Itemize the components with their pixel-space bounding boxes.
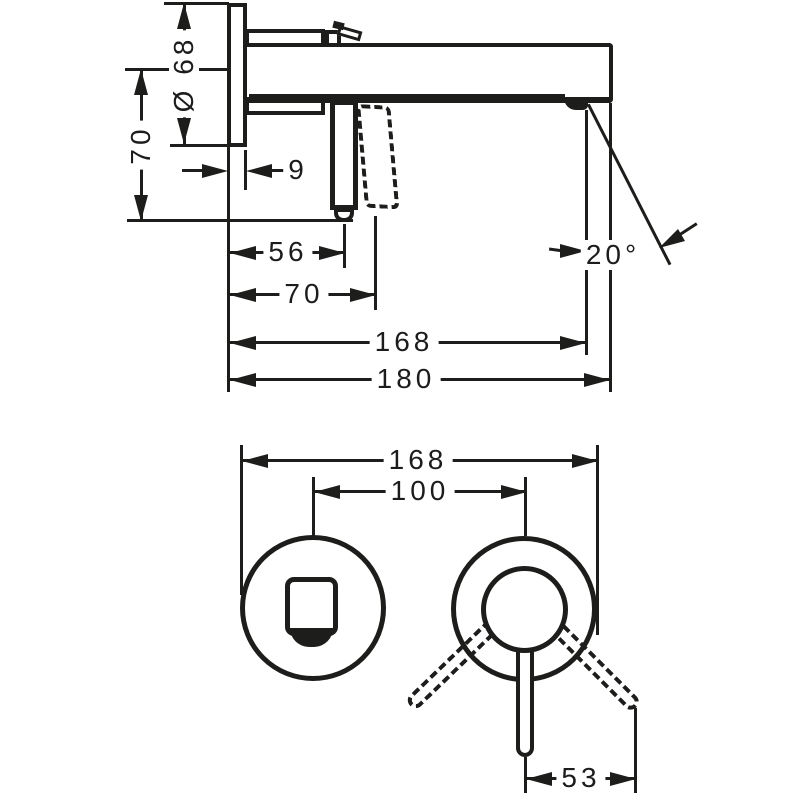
stream-vertical-line — [585, 110, 588, 355]
handle-open-position-dashed — [356, 104, 400, 210]
dim-arrow-right — [350, 288, 376, 302]
dim-arrow-down — [134, 195, 148, 221]
dim-label-plate-diameter: Ø 68 — [168, 30, 199, 118]
ext-line-handle-tip — [524, 757, 527, 793]
ext-line-plate-top — [164, 2, 229, 5]
dim-arrow-left — [242, 454, 268, 468]
dim-arrow-right — [319, 246, 345, 260]
dim-label-handle-offset: 56 — [263, 237, 313, 267]
aerator-outlet — [564, 97, 588, 110]
spout-underside-line — [249, 94, 565, 97]
ext-line-right-edge — [596, 445, 599, 635]
dim-arrow-right — [501, 485, 527, 499]
dim-arrow-right — [572, 454, 598, 468]
ext-line-handle-range — [634, 708, 637, 793]
dim-label-total-projection: 180 — [371, 364, 441, 394]
handle-stem-front — [516, 642, 534, 757]
dim-label-center-distance: 100 — [385, 476, 455, 506]
ext-line-plate-bottom — [170, 144, 229, 147]
ext-line-plate-front — [244, 150, 247, 190]
dim-arrow-up — [177, 3, 191, 29]
dim-label-spray-angle: 20° — [580, 240, 646, 270]
dim-label-plate-depth: 9 — [283, 155, 313, 185]
dim-arrow-up — [134, 69, 148, 95]
cartridge-lever-nub — [332, 20, 345, 31]
dim-label-handle-length: 53 — [556, 763, 606, 793]
dim-tail — [272, 169, 286, 172]
dim-arrow-down — [177, 118, 191, 144]
dim-arrow-left — [230, 288, 256, 302]
dim-arrow-left — [526, 772, 552, 786]
dim-arrow-right — [202, 164, 228, 178]
handle-hub — [481, 566, 568, 653]
ext-line-left-edge — [240, 445, 243, 595]
dim-arrow-right — [560, 336, 586, 350]
aerator-front — [290, 628, 333, 647]
dim-label-height: 70 — [125, 120, 156, 170]
ext-line-wall-face — [227, 147, 230, 392]
ext-line-right-center — [524, 477, 527, 536]
ext-line-handle-bottom — [127, 219, 353, 222]
dim-arrow-right — [584, 373, 610, 387]
lever-handle — [330, 100, 358, 210]
dim-label-outlet-reach: 168 — [369, 327, 439, 357]
dim-label-handle-swing: 70 — [279, 279, 329, 309]
dim-arrow-right — [610, 772, 636, 786]
angle-leader-tail — [679, 222, 698, 236]
dim-arrow-left — [230, 373, 256, 387]
dim-arrow-left — [246, 164, 272, 178]
dim-tail — [182, 169, 202, 172]
dim-arrow-right — [560, 244, 586, 258]
dim-arrow-left — [230, 336, 256, 350]
wall-plate — [227, 3, 247, 147]
ext-line-handle-swing — [374, 216, 377, 310]
dim-arrow-left — [314, 485, 340, 499]
dim-arrow-left — [230, 246, 256, 260]
ext-line-left-center — [312, 477, 315, 536]
dim-label-overall-width: 168 — [383, 445, 453, 475]
spout-body — [247, 43, 613, 103]
spout-escutcheon — [240, 535, 386, 681]
